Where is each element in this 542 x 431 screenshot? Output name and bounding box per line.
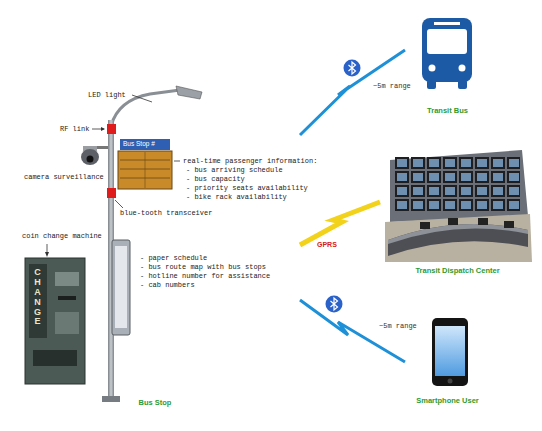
- edge-label: GPRS: [316, 240, 338, 249]
- lamp-post: [176, 86, 202, 99]
- info-item: - bus arriving schedule: [186, 166, 283, 175]
- coin-change-machine: [25, 244, 85, 384]
- bluetooth-symbol: [344, 60, 361, 77]
- coin-change-machine: [25, 258, 85, 384]
- node-caption: Smartphone User: [416, 396, 479, 406]
- info-heading: real-time passenger information:: [183, 157, 317, 166]
- panel-item: - hotline number for assistance: [140, 272, 270, 281]
- part-label: RF link: [60, 125, 89, 134]
- dispatch-center-picture: [504, 221, 514, 228]
- edge-label: ~5m range: [372, 82, 412, 91]
- dispatch-center-picture: [420, 222, 430, 229]
- dispatch-center-picture: [385, 214, 532, 262]
- coin-change-machine: [58, 296, 76, 300]
- bluetooth-link: [300, 300, 405, 362]
- smartphone-picture: [435, 326, 465, 376]
- dispatch-center-picture: [448, 218, 458, 225]
- bus-icon: [422, 18, 472, 89]
- smartphone-picture: [448, 379, 453, 384]
- bluetooth-symbol: [344, 60, 361, 77]
- coin-change-machine: [33, 350, 77, 366]
- info-display: [145, 152, 146, 188]
- bus-icon: [459, 65, 466, 72]
- schedule-panel: [115, 246, 127, 328]
- bluetooth-link: [300, 50, 405, 135]
- info-display: [174, 161, 180, 162]
- bus-stop-node: Bus Stop: [10, 80, 300, 408]
- camera-dome: [81, 149, 99, 165]
- dispatch-center-picture: [388, 224, 528, 256]
- node-caption: Transit Bus: [427, 106, 468, 116]
- smartphone-node: Smartphone User: [405, 310, 490, 406]
- rf-link-box: [107, 124, 116, 134]
- lamp-post: [102, 396, 120, 402]
- bus-stop-sign: [120, 139, 170, 150]
- info-item: - priority seats availability: [186, 184, 308, 193]
- bus-icon: [422, 18, 472, 82]
- info-display: [118, 151, 172, 189]
- gprs-link: [300, 202, 380, 245]
- bluetooth-transceiver: [107, 188, 116, 198]
- panel-item: - bus route map with bus stops: [140, 263, 266, 272]
- bluetooth-symbol: [326, 296, 343, 313]
- machine-lettering: CHANGE: [33, 268, 42, 327]
- coin-change-machine: [55, 272, 79, 286]
- bus-stop-sign: [120, 139, 170, 150]
- camera-dome: [81, 146, 108, 165]
- bus-icon: [427, 80, 436, 89]
- bluetooth-symbol: [349, 62, 356, 74]
- bus-icon: [434, 22, 460, 25]
- info-display: [118, 151, 180, 189]
- panel-item: - paper schedule: [140, 254, 207, 263]
- part-label: camera surveillance: [24, 173, 104, 182]
- dispatch-center-picture: [385, 150, 532, 262]
- coin-change-machine: [55, 312, 79, 334]
- dispatch-center-picture: [390, 150, 528, 222]
- smartphone-picture: [432, 318, 468, 386]
- panel-item: - cab numbers: [140, 281, 195, 290]
- sign-text: Bus Stop #: [123, 140, 155, 148]
- dispatch-center-picture: [394, 156, 520, 212]
- part-label: blue-tooth transceiver: [120, 209, 212, 218]
- led-leader: [132, 95, 152, 102]
- schedule-panel: [112, 240, 130, 335]
- node-caption: Bus Stop: [139, 398, 172, 408]
- lamp-post: [102, 86, 202, 402]
- bus-icon: [458, 80, 467, 89]
- dispatch-center-picture: [478, 218, 488, 225]
- camera-dome: [87, 156, 94, 163]
- rf-link-box: [101, 127, 105, 131]
- lamp-post: [111, 90, 180, 126]
- smartphone-picture: [432, 318, 468, 386]
- schedule-panel: [112, 240, 130, 335]
- bluetooth-transceiver: [107, 188, 123, 208]
- bluetooth-transceiver: [115, 200, 123, 208]
- led-leader: [132, 95, 152, 102]
- bus-icon: [427, 29, 467, 54]
- info-item: - bus capacity: [186, 175, 245, 184]
- transit-bus-node: Transit Bus: [405, 12, 490, 116]
- part-label: LED light: [88, 91, 126, 100]
- bus-icon: [429, 65, 436, 72]
- bluetooth-symbol: [326, 296, 343, 313]
- dispatch-center-node: Transit Dispatch Center: [380, 140, 535, 276]
- rf-link-box: [92, 124, 116, 134]
- coin-change-machine: [29, 264, 47, 338]
- bluetooth-symbol: [331, 298, 338, 310]
- info-item: - bike rack availability: [186, 193, 287, 202]
- edge-label: ~5m range: [378, 322, 418, 331]
- node-caption: Transit Dispatch Center: [415, 266, 499, 276]
- coin-change-machine: [45, 252, 49, 257]
- part-label: coin change machine: [22, 232, 102, 241]
